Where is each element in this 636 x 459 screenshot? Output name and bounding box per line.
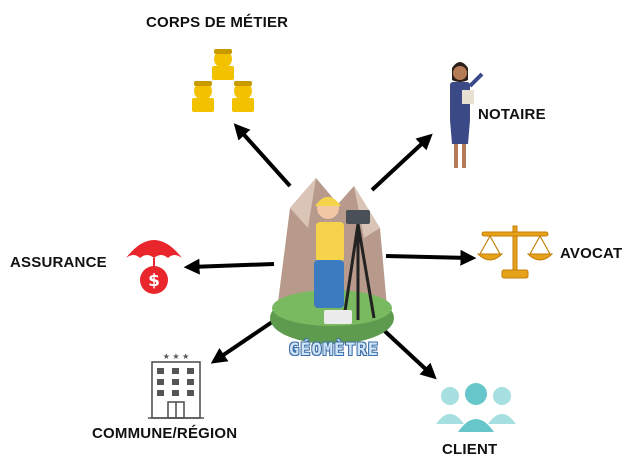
label-assurance: ASSURANCE [10,254,107,271]
arrow-to-commune-region [210,316,280,364]
label-corps-de-metier: CORPS DE MÉTIER [146,14,289,31]
insurance-umbrella-dollar-icon: $ [126,240,182,294]
svg-text:★ ★ ★: ★ ★ ★ [163,352,190,361]
label-commune-region: COMMUNE/RÉGION [92,425,238,442]
label-avocat: AVOCAT [560,245,623,262]
arrow-to-notaire [370,133,433,192]
surveyor-illustration [270,178,394,344]
scales-of-justice-icon [476,225,554,279]
label-notaire: NOTAIRE [478,106,546,123]
construction-workers-icon [192,49,254,112]
arrow-to-corps-de-metier [233,123,292,188]
arrow-to-client [374,321,437,380]
arrow-to-avocat [385,249,477,266]
svg-text:$: $ [148,271,160,291]
label-client: CLIENT [442,441,498,458]
arrow-to-assurance [183,258,275,275]
client-group-icon [436,383,516,432]
town-hall-building-icon: ★ ★ ★ [148,352,204,419]
center-caption: GÉOMÈTRE [289,340,379,360]
notary-woman-icon [450,62,484,168]
